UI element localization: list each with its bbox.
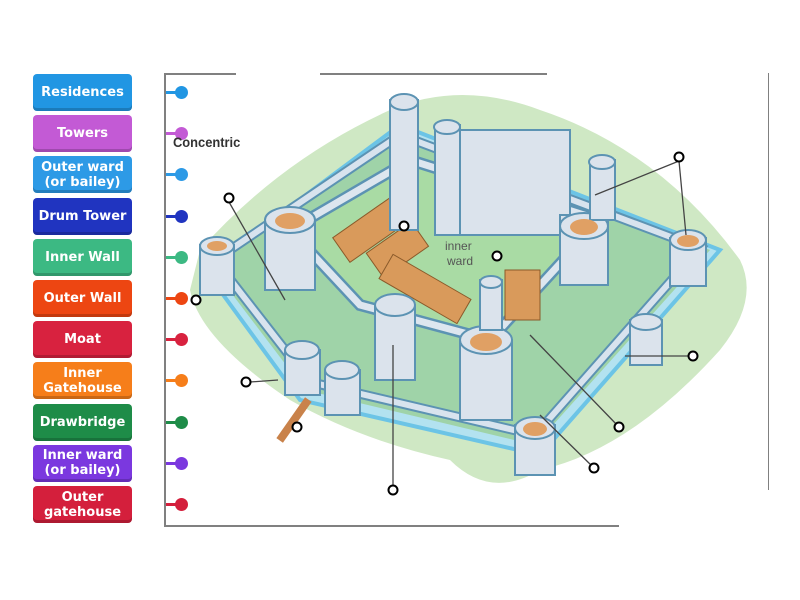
drop-target[interactable] <box>491 250 503 262</box>
draggable-label[interactable]: Outer gatehouse <box>33 486 188 523</box>
label-pin[interactable] <box>175 127 188 141</box>
label-text: Inner Gatehouse <box>43 365 122 396</box>
drop-target[interactable] <box>687 350 699 362</box>
label-connector <box>165 420 177 424</box>
label-text: Inner Wall <box>45 249 120 265</box>
draggable-label[interactable]: Inner ward (or bailey) <box>33 444 188 482</box>
label-text: Inner ward (or bailey) <box>42 448 123 479</box>
label-text: Moat <box>64 332 101 348</box>
drop-target[interactable] <box>387 484 399 496</box>
label-pin[interactable] <box>175 250 188 264</box>
label-connector <box>165 255 177 259</box>
draggable-label[interactable]: Moat <box>33 321 188 359</box>
label-connector <box>165 214 177 218</box>
label-text: Outer ward (or bailey) <box>41 159 124 190</box>
frame-left <box>164 73 166 526</box>
label-connector <box>165 379 177 383</box>
drop-target[interactable] <box>223 192 235 204</box>
drop-target[interactable] <box>240 376 252 388</box>
draggable-label[interactable]: Outer Wall <box>33 280 188 317</box>
label-connector <box>165 173 177 177</box>
draggable-label[interactable]: Inner Gatehouse <box>33 362 188 400</box>
draggable-label[interactable]: Outer ward (or bailey) <box>33 156 188 194</box>
label-text: Towers <box>56 126 109 142</box>
drop-target[interactable] <box>588 462 600 474</box>
label-connector <box>165 461 177 465</box>
draggable-label[interactable]: Drum Tower <box>33 197 188 235</box>
frame-right <box>768 73 769 490</box>
label-pin[interactable] <box>175 209 188 223</box>
diagram-title: Concentric <box>173 134 241 150</box>
label-text: Drawbridge <box>39 414 126 430</box>
drop-target[interactable] <box>190 294 202 306</box>
drop-target[interactable] <box>291 421 303 433</box>
draggable-label[interactable]: Drawbridge <box>33 403 188 441</box>
label-connector <box>165 297 177 300</box>
label-pin[interactable] <box>175 292 188 305</box>
label-text: Outer gatehouse <box>43 489 122 520</box>
drop-target[interactable] <box>398 220 410 232</box>
draggable-label[interactable]: Towers <box>33 115 188 153</box>
label-text: Residences <box>41 85 124 100</box>
label-pin[interactable] <box>175 498 188 511</box>
label-connector <box>165 91 177 94</box>
label-pin[interactable] <box>175 333 188 347</box>
label-pin[interactable] <box>175 456 188 470</box>
label-pin[interactable] <box>175 415 188 429</box>
frame-bottom <box>164 525 619 527</box>
frame-top-a <box>164 73 236 75</box>
label-pin[interactable] <box>175 86 188 99</box>
draggable-label[interactable]: Inner Wall <box>33 238 188 276</box>
drop-target[interactable] <box>613 421 625 433</box>
label-pin[interactable] <box>175 168 188 182</box>
label-connector <box>165 503 177 506</box>
label-connector <box>165 338 177 342</box>
frame-top-b <box>320 73 547 75</box>
label-pin[interactable] <box>175 374 188 388</box>
drop-target[interactable] <box>673 151 685 163</box>
label-text: Drum Tower <box>38 208 127 224</box>
draggable-label[interactable]: Residences <box>33 74 188 111</box>
label-text: Outer Wall <box>43 291 122 306</box>
label-connector <box>165 132 177 136</box>
